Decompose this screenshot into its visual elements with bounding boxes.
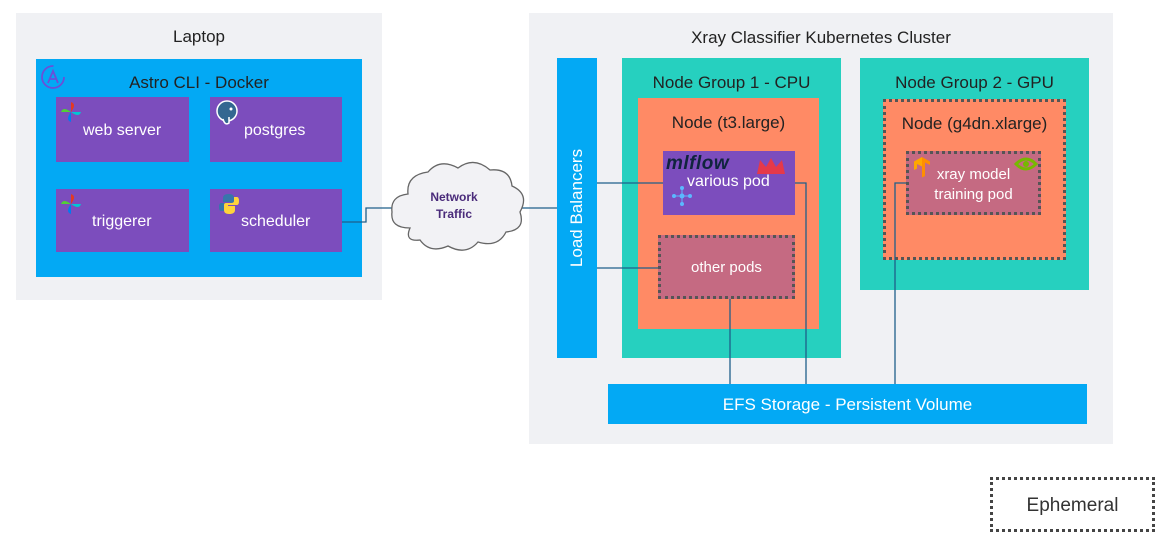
crown-icon	[755, 156, 787, 176]
ephemeral-legend: Ephemeral	[990, 477, 1155, 532]
ephemeral-legend-label: Ephemeral	[1026, 495, 1119, 516]
efs-storage	[608, 384, 1087, 424]
network-traffic-label-2: Traffic	[435, 207, 472, 221]
other-pods: other pods	[658, 235, 795, 299]
scheduler-label: scheduler	[241, 213, 311, 230]
training-pod-label-1: xray model	[936, 166, 1011, 183]
node-group-1-title: Node Group 1 - CPU	[652, 73, 811, 92]
web-server-label: web server	[83, 122, 162, 139]
web-server-box: web server	[56, 97, 189, 162]
network-traffic-label-1: Network	[430, 190, 478, 204]
other-pods-label: other pods	[691, 259, 762, 276]
python-icon	[218, 193, 240, 215]
load-balancers-bar	[557, 58, 597, 358]
triggerer-label: triggerer	[92, 213, 152, 230]
training-pod: xray model training pod	[906, 151, 1041, 215]
various-pod: mlflow various pod	[663, 151, 795, 215]
docker-title: Astro CLI - Docker	[129, 73, 269, 92]
airflow-icon	[59, 192, 83, 216]
network-nodes-icon	[671, 185, 693, 207]
scheduler-box: scheduler	[210, 189, 342, 252]
tensorflow-icon	[912, 156, 932, 178]
astronomer-icon	[40, 64, 66, 90]
cluster-title: Xray Classifier Kubernetes Cluster	[691, 28, 951, 47]
training-pod-label-2: training pod	[934, 186, 1013, 203]
postgres-icon	[213, 99, 241, 127]
airflow-icon	[59, 100, 83, 124]
postgres-box: postgres	[210, 97, 342, 162]
mlflow-logo: mlflow	[666, 153, 730, 174]
nvidia-icon	[1012, 154, 1040, 174]
laptop-title: Laptop	[173, 27, 225, 46]
postgres-label: postgres	[244, 122, 306, 139]
efs-storage-label: EFS Storage - Persistent Volume	[722, 395, 973, 414]
node-g4dn-title: Node (g4dn.xlarge)	[901, 114, 1048, 133]
various-pod-label: various pod	[687, 173, 770, 190]
node-t3-title: Node (t3.large)	[671, 113, 786, 132]
triggerer-box: triggerer	[56, 189, 189, 252]
node-group-2-title: Node Group 2 - GPU	[895, 73, 1054, 92]
load-balancers-label: Load Balancers	[567, 148, 586, 268]
